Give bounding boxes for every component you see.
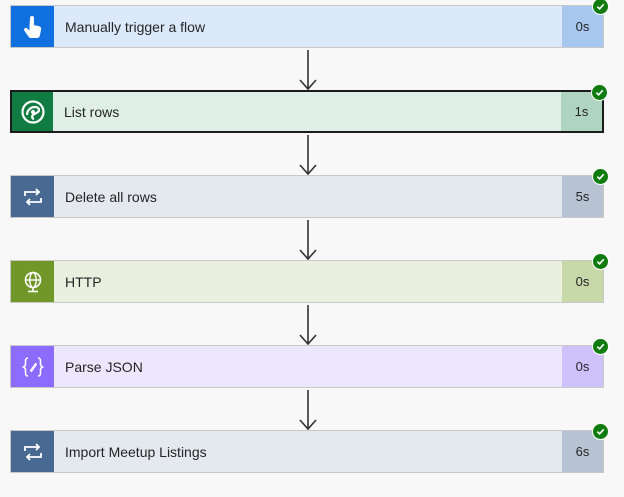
step-label: Manually trigger a flow [65, 18, 206, 35]
success-check-icon [592, 168, 609, 185]
success-check-icon [592, 423, 609, 440]
step-duration: 0s [562, 346, 603, 387]
success-check-icon [592, 253, 609, 270]
loop-icon-box [11, 176, 54, 217]
arrow-down-icon [299, 390, 317, 431]
step-card-parse-json[interactable]: Parse JSON 0s [10, 338, 609, 388]
step-card-http[interactable]: HTTP 0s [10, 253, 609, 303]
dataverse-icon [20, 99, 45, 124]
step-label: HTTP [65, 273, 102, 290]
step-label: Parse JSON [65, 358, 143, 375]
success-check-icon [592, 338, 609, 355]
step-label: List rows [64, 103, 120, 120]
step-card-import-meetup-listings[interactable]: Import Meetup Listings 6s [10, 423, 609, 473]
loop-icon [23, 187, 42, 206]
dataverse-icon-box [12, 92, 53, 131]
arrow-down-icon [299, 50, 317, 91]
success-check-icon [592, 0, 609, 15]
loop-icon-box [11, 431, 54, 472]
arrow-down-icon [299, 305, 317, 346]
step-card-manually-trigger[interactable]: Manually trigger a flow 0s [10, 0, 609, 48]
arrow-down-icon [299, 220, 317, 261]
globe-icon [24, 271, 41, 292]
loop-icon [23, 442, 42, 461]
trigger-icon-box [11, 6, 54, 47]
braces-icon [21, 356, 44, 377]
braces-icon-box [11, 346, 54, 387]
step-card-list-rows[interactable]: List rows 1s [10, 84, 608, 133]
step-label: Delete all rows [65, 188, 157, 205]
step-label: Import Meetup Listings [65, 443, 207, 460]
hand-tap-icon [23, 15, 41, 38]
arrow-down-icon [299, 135, 317, 176]
success-check-icon [591, 84, 608, 101]
globe-icon-box [11, 261, 54, 302]
step-card-delete-all-rows[interactable]: Delete all rows 5s [10, 168, 609, 218]
